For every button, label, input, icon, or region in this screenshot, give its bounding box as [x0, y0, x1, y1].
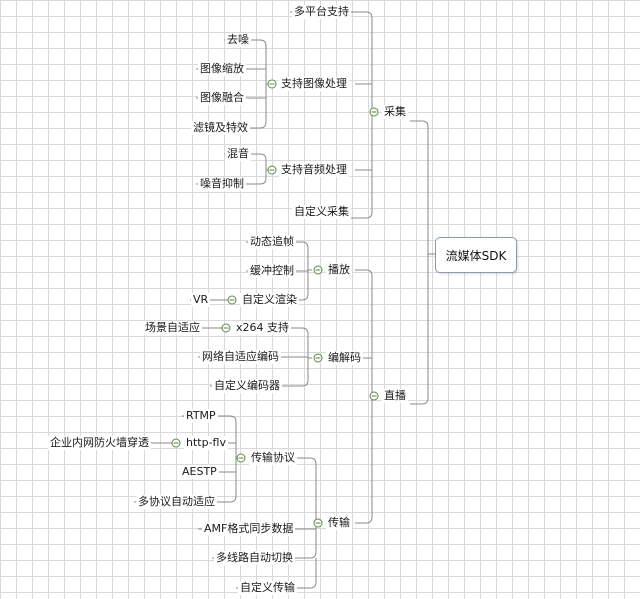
node-noise-suppression[interactable]: 噪音抑制: [198, 177, 246, 191]
node-codec[interactable]: 编解码: [326, 351, 363, 365]
node-firewall-traversal[interactable]: 企业内网防火墙穿透: [48, 436, 151, 450]
node-playback[interactable]: 播放: [326, 263, 352, 277]
node-mixing[interactable]: 混音: [225, 147, 251, 161]
node-vr[interactable]: VR: [191, 293, 211, 307]
node-transport-protocol[interactable]: 传输协议: [249, 451, 297, 465]
node-amf-sync[interactable]: AMF格式同步数据: [202, 522, 296, 536]
node-audio-processing[interactable]: 支持音频处理: [279, 163, 349, 177]
node-x264[interactable]: x264 支持: [234, 321, 292, 335]
branch-caiji[interactable]: 采集: [382, 105, 408, 119]
collapse-toggle-icon[interactable]: [221, 323, 231, 333]
node-transport[interactable]: 传输: [326, 516, 352, 530]
collapse-toggle-icon[interactable]: [313, 265, 323, 275]
node-buffer-control[interactable]: 缓冲控制: [248, 264, 296, 278]
root-label: 流媒体SDK: [445, 248, 507, 263]
node-custom-capture[interactable]: 自定义采集: [292, 205, 351, 219]
node-custom-transport[interactable]: 自定义传输: [238, 581, 297, 595]
node-dynamic-frame-chase[interactable]: 动态追帧: [248, 235, 296, 249]
node-image-blend[interactable]: 图像融合: [198, 91, 246, 105]
node-denoise[interactable]: 去噪: [225, 33, 251, 47]
collapse-toggle-icon[interactable]: [236, 453, 246, 463]
node-multi-platform[interactable]: 多平台支持: [292, 5, 351, 19]
collapse-toggle-icon[interactable]: [267, 79, 277, 89]
collapse-toggle-icon[interactable]: [313, 353, 323, 363]
root-node[interactable]: 流媒体SDK: [435, 237, 517, 273]
node-image-processing[interactable]: 支持图像处理: [279, 77, 349, 91]
node-scene-adaptive[interactable]: 场景自适应: [143, 321, 202, 335]
collapse-toggle-icon[interactable]: [313, 518, 323, 528]
node-multi-line-switch[interactable]: 多线路自动切换: [214, 551, 295, 565]
node-http-flv[interactable]: http-flv: [184, 436, 228, 450]
collapse-toggle-icon[interactable]: [171, 438, 181, 448]
node-filters-effects[interactable]: 滤镜及特效: [191, 121, 250, 135]
node-custom-encoder[interactable]: 自定义编码器: [212, 379, 282, 393]
node-rtmp[interactable]: RTMP: [184, 409, 218, 423]
branch-zhibo[interactable]: 直播: [382, 389, 408, 403]
collapse-toggle-icon[interactable]: [369, 391, 379, 401]
node-network-adaptive-encoding[interactable]: 网络自适应编码: [200, 350, 281, 364]
node-image-scale[interactable]: 图像缩放: [198, 62, 246, 76]
node-aestp[interactable]: AESTP: [180, 465, 219, 479]
node-custom-render[interactable]: 自定义渲染: [240, 293, 299, 307]
node-multi-protocol-adapt[interactable]: 多协议自动适应: [136, 495, 217, 509]
collapse-toggle-icon[interactable]: [369, 107, 379, 117]
collapse-toggle-icon[interactable]: [267, 165, 277, 175]
collapse-toggle-icon[interactable]: [227, 295, 237, 305]
